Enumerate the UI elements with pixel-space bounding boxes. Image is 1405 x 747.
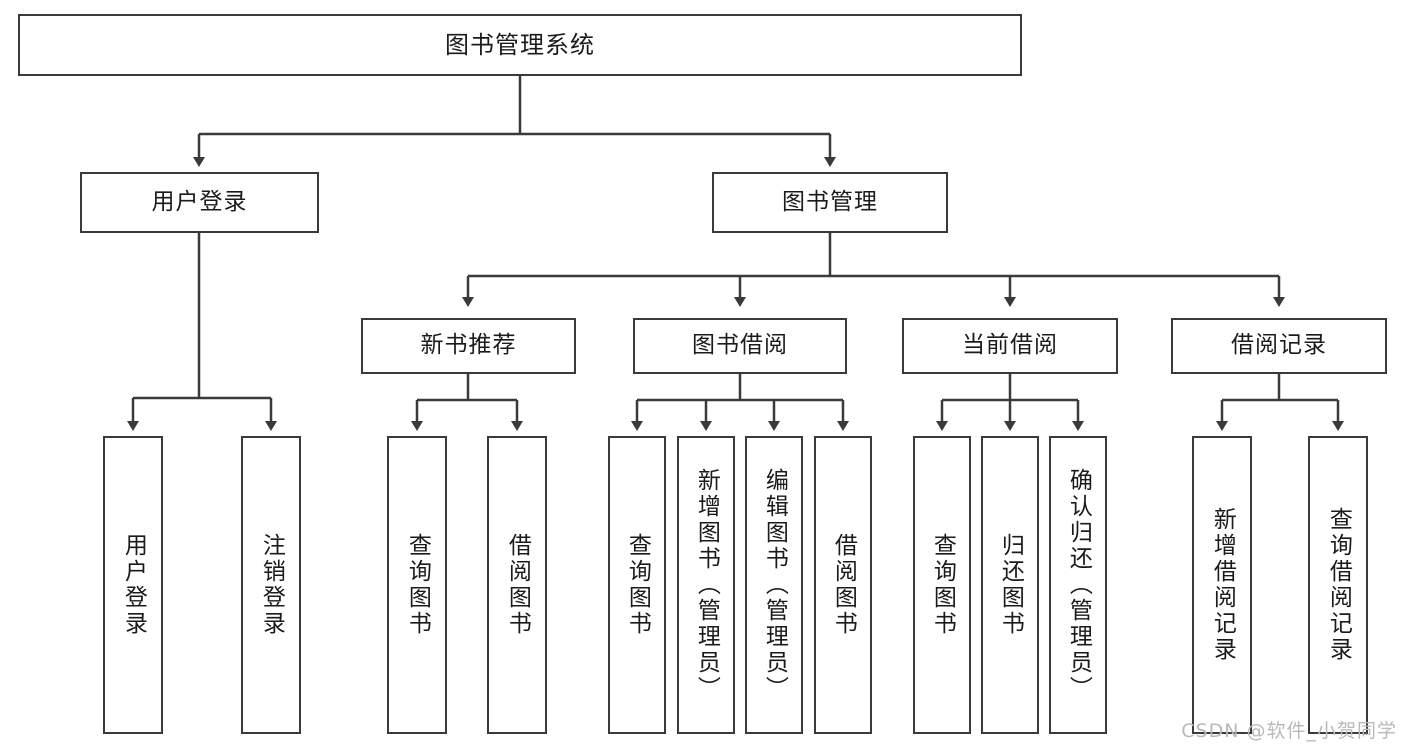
leaf-query-book-current[interactable]: 查询图书 xyxy=(913,436,971,734)
node-label: 图书管理 xyxy=(782,188,878,215)
node-label: 编辑图书（管理员） xyxy=(761,468,788,702)
leaf-query-borrow-record[interactable]: 查询借阅记录 xyxy=(1308,436,1368,734)
node-book-borrow[interactable]: 图书借阅 xyxy=(633,318,847,374)
node-label: 当前借阅 xyxy=(962,332,1058,359)
node-label: 图书管理系统 xyxy=(445,30,595,59)
node-label: 借阅记录 xyxy=(1231,332,1327,359)
leaf-edit-book-admin[interactable]: 编辑图书（管理员） xyxy=(745,436,803,734)
leaf-return-book[interactable]: 归还图书 xyxy=(981,436,1039,734)
leaf-borrow-book[interactable]: 借阅图书 xyxy=(814,436,872,734)
node-user-login[interactable]: 用户登录 xyxy=(80,172,319,233)
node-label: 查询图书 xyxy=(624,533,651,637)
node-label: 归还图书 xyxy=(997,533,1024,637)
node-label: 新书推荐 xyxy=(420,332,517,359)
leaf-add-book-admin[interactable]: 新增图书（管理员） xyxy=(677,436,735,734)
leaf-query-book-recommend[interactable]: 查询图书 xyxy=(387,436,447,734)
leaf-logout[interactable]: 注销登录 xyxy=(241,436,301,734)
node-label: 新增借阅记录 xyxy=(1209,507,1236,663)
node-label: 图书借阅 xyxy=(692,332,788,359)
watermark-text: CSDN @软件_小贺同学 xyxy=(1181,720,1397,742)
leaf-user-login[interactable]: 用户登录 xyxy=(103,436,163,734)
node-label: 注销登录 xyxy=(258,533,285,637)
node-label: 查询图书 xyxy=(404,533,431,637)
node-label: 借阅图书 xyxy=(504,533,531,637)
node-borrow-records[interactable]: 借阅记录 xyxy=(1171,318,1387,374)
leaf-confirm-return-admin[interactable]: 确认归还（管理员） xyxy=(1049,436,1107,734)
node-label: 新增图书（管理员） xyxy=(693,468,720,702)
node-label: 查询借阅记录 xyxy=(1325,507,1352,663)
node-new-book-recommend[interactable]: 新书推荐 xyxy=(361,318,576,374)
node-current-borrow[interactable]: 当前借阅 xyxy=(902,318,1118,374)
node-label: 用户登录 xyxy=(151,188,248,215)
node-root-book-management-system[interactable]: 图书管理系统 xyxy=(18,14,1022,76)
node-label: 查询图书 xyxy=(929,533,956,637)
node-label: 借阅图书 xyxy=(830,533,857,637)
leaf-query-book-borrow[interactable]: 查询图书 xyxy=(608,436,666,734)
node-label: 确认归还（管理员） xyxy=(1065,468,1092,702)
node-book-management[interactable]: 图书管理 xyxy=(712,172,948,233)
leaf-borrow-book-recommend[interactable]: 借阅图书 xyxy=(487,436,547,734)
leaf-add-borrow-record[interactable]: 新增借阅记录 xyxy=(1192,436,1252,734)
node-label: 用户登录 xyxy=(120,533,147,637)
